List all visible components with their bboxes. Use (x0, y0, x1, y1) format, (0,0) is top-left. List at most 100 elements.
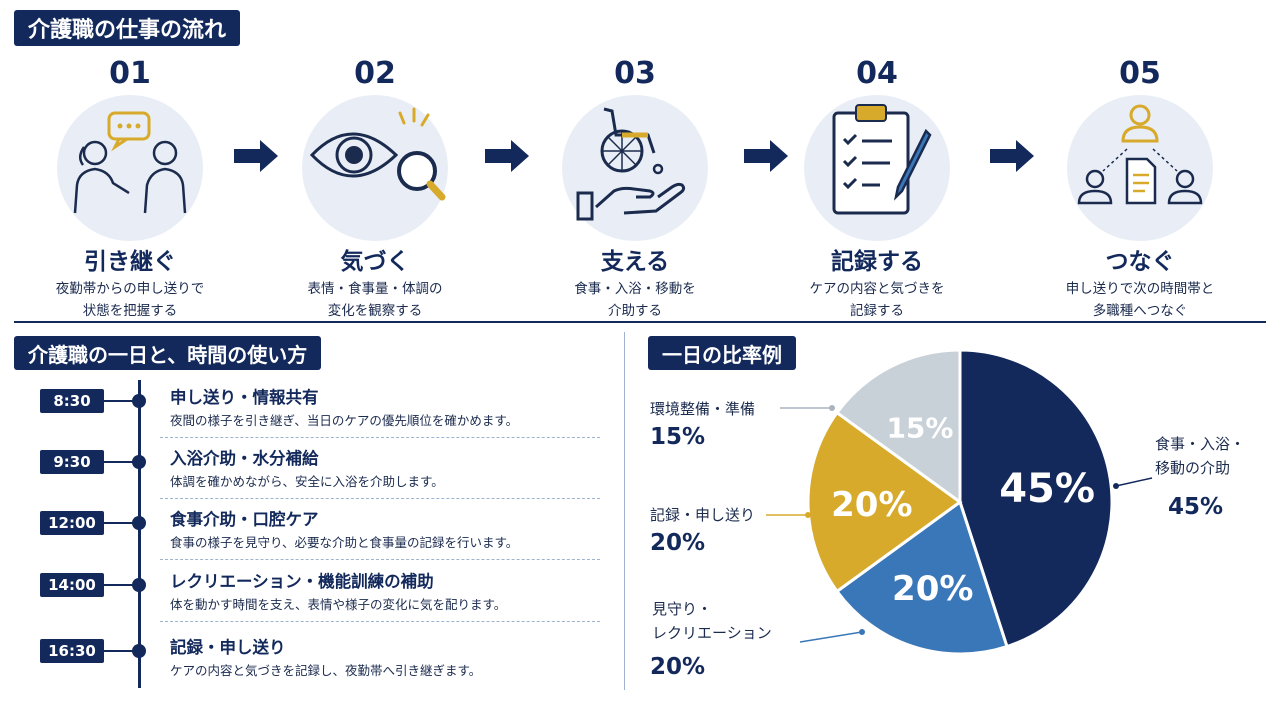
slice-label-environment-prep: 環境整備・準備 (650, 400, 756, 418)
slice-label-line2: 移動の介助 (1155, 459, 1231, 477)
pie-slice-watch-recreation (834, 499, 1009, 656)
step-title: 引き継ぐ (84, 249, 176, 275)
step-number: 05 (1119, 56, 1161, 91)
timeline-item-desc: 体を動かす時間を支え、表情や様子の変化に気を配ります。 (170, 597, 507, 612)
timeline-item: 8:30 申し送り・情報共有 夜間の様子を引き継ぎ、当日のケアの優先順位を確かめ… (0, 384, 620, 444)
time-badge: 8:30 (40, 389, 104, 413)
step-desc-line1: 表情・食事量・体調の (307, 281, 443, 297)
step-title: 気づく (340, 249, 410, 275)
step-04: 04 記録する ケアの内容と気づきを 記録する (762, 56, 992, 321)
leader-dot-care-assist (1113, 483, 1119, 489)
pie-slice-environment-prep (834, 348, 962, 505)
timeline-connector (104, 522, 134, 524)
section-divider (14, 321, 1266, 323)
step-title: つなぐ (1105, 249, 1175, 275)
slice-value-watch-recreation: 20% (650, 654, 706, 680)
timeline-separator (160, 621, 600, 622)
step-desc-line2: 介助する (608, 303, 662, 319)
time-badge: 16:30 (40, 639, 104, 663)
section-title-daily-schedule: 介護職の一日と、時間の使い方 (14, 336, 322, 370)
timeline-item-title: 申し送り・情報共有 (170, 388, 319, 407)
leader-dot-environment-prep (829, 405, 835, 411)
step-number: 03 (614, 56, 656, 91)
section-title-daily-ratio: 一日の比率例 (648, 336, 796, 370)
step-03: 03 支える 食事・入浴・移動を 介助する (520, 56, 750, 321)
time-badge: 14:00 (40, 573, 104, 597)
arrow-right-icon (234, 140, 278, 172)
pie-slice-value-environment-prep: 15% (886, 411, 953, 444)
slice-value-environment-prep: 15% (650, 424, 706, 450)
step-number: 04 (856, 56, 898, 91)
arrow-right-icon (990, 140, 1034, 172)
pie-slice-value-watch-recreation: 20% (892, 569, 973, 609)
step-desc-line1: ケアの内容と気づきを (809, 281, 945, 297)
timeline-connector (104, 650, 134, 652)
step-number: 02 (354, 56, 396, 91)
step-title: 記録する (831, 249, 923, 275)
timeline-item: 14:00 レクリエーション・機能訓練の補助 体を動かす時間を支え、表情や様子の… (0, 568, 620, 628)
timeline-item-desc: 体調を確かめながら、安全に入浴を介助します。 (170, 474, 444, 489)
eye-magnifier-icon (302, 95, 448, 241)
timeline-dot (132, 516, 146, 530)
pie-slice-value-care-assist: 45% (999, 466, 1095, 512)
step-desc-line1: 夜勤帯からの申し送りで (55, 281, 205, 297)
step-05: 05 つなぐ 申し送りで次の時間帯と 多職種へつなぐ (1025, 56, 1255, 321)
section-title-workflow: 介護職の仕事の流れ (14, 10, 241, 46)
slice-label-line2: レクリエーション (652, 624, 772, 642)
step-number: 01 (109, 56, 151, 91)
time-badge: 9:30 (40, 450, 104, 474)
slice-label-record-handover: 記録・申し送り (650, 506, 756, 524)
timeline-item: 9:30 入浴介助・水分補給 体調を確かめながら、安全に入浴を介助します。 (0, 445, 620, 505)
timeline-axis (138, 380, 141, 688)
arrow-right-icon (485, 140, 529, 172)
slice-label-watch-recreation: 見守り・ レクリエーション (652, 597, 772, 645)
slice-label-line1: 食事・入浴・ (1155, 435, 1246, 453)
timeline-item-desc: 夜間の様子を引き継ぎ、当日のケアの優先順位を確かめます。 (170, 413, 519, 428)
leader-line-care-assist (1115, 477, 1153, 487)
timeline-dot (132, 455, 146, 469)
step-desc-line2: 記録する (850, 303, 904, 319)
pie-slice-care-assist (958, 348, 1114, 649)
timeline-item-desc: ケアの内容と気づきを記録し、夜勤帯へ引き継ぎます。 (170, 663, 482, 678)
timeline-item-title: 食事介助・口腔ケア (170, 510, 319, 529)
timeline-dot (132, 578, 146, 592)
step-desc-line2: 変化を観察する (327, 303, 423, 319)
slice-label-line1: 見守り・ (652, 600, 713, 618)
timeline-item-title: 入浴介助・水分補給 (170, 449, 319, 468)
step-desc-line2: 多職種へつなぐ (1092, 303, 1188, 319)
step-01: 01 引き継ぐ 夜勤帯からの申し送りで 状態を把握する (15, 56, 245, 321)
step-desc-line1: 食事・入浴・移動を (574, 281, 696, 297)
timeline-connector (104, 461, 134, 463)
leader-dot-watch-recreation (859, 629, 865, 635)
timeline-item: 16:30 記録・申し送り ケアの内容と気づきを記録し、夜勤帯へ引き継ぎます。 (0, 634, 620, 694)
step-02: 02 気づく 表情・食事量・体調の 変化を観察する (260, 56, 490, 321)
step-title: 支える (600, 249, 670, 275)
pie-slice-record-handover (806, 410, 963, 594)
timeline-separator (160, 559, 600, 560)
timeline-item-desc: 食事の様子を見守り、必要な介助と食事量の記録を行います。 (170, 535, 519, 550)
timeline-item-title: 記録・申し送り (170, 638, 286, 657)
timeline-item: 12:00 食事介助・口腔ケア 食事の様子を見守り、必要な介助と食事量の記録を行… (0, 506, 620, 566)
timeline-separator (160, 498, 600, 499)
column-divider (624, 332, 625, 690)
timeline-dot (132, 644, 146, 658)
timeline-connector (104, 584, 134, 586)
slice-value-care-assist: 45% (1168, 494, 1224, 520)
wheelchair-hand-icon (562, 95, 708, 241)
timeline-item-title: レクリエーション・機能訓練の補助 (170, 572, 434, 591)
clipboard-pen-icon (804, 95, 950, 241)
time-badge: 12:00 (40, 511, 104, 535)
timeline-connector (104, 400, 134, 402)
timeline-separator (160, 437, 600, 438)
slice-value-record-handover: 20% (650, 530, 706, 556)
step-desc-line1: 申し送りで次の時間帯と (1065, 281, 1215, 297)
leader-dot-record-handover (805, 512, 811, 518)
arrow-right-icon (744, 140, 788, 172)
team-document-icon (1067, 95, 1213, 241)
pie-slice-value-record-handover: 20% (831, 485, 912, 525)
step-desc-line2: 状態を把握する (82, 303, 178, 319)
slice-label-care-assist: 食事・入浴・ 移動の介助 (1155, 432, 1245, 480)
timeline-dot (132, 394, 146, 408)
handover-conversation-icon (57, 95, 203, 241)
